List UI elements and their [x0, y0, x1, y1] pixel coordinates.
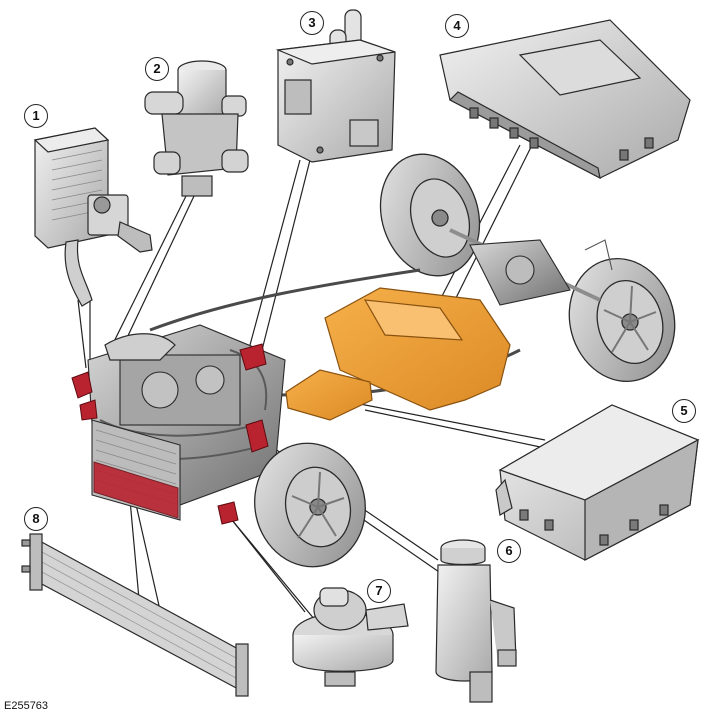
battery-highlight — [324, 287, 511, 411]
callout-4: 4 — [445, 14, 469, 38]
rear-drive-unit — [449, 228, 613, 306]
red-part-highlights — [71, 343, 269, 525]
rear-right-wheel — [568, 257, 676, 383]
part-3-valve-block — [275, 9, 396, 163]
charger-module-highlight — [285, 369, 373, 421]
part-1-heat-exchanger — [33, 127, 153, 307]
callout-6: 6 — [497, 539, 521, 563]
callout-7: 7 — [367, 579, 391, 603]
part-4-high-voltage-battery — [439, 19, 691, 180]
callout-5: 5 — [672, 399, 696, 423]
radiator-highlight — [93, 461, 179, 519]
front-right-wheel — [254, 442, 366, 568]
front-left-wheel — [104, 333, 176, 361]
leader-lines — [77, 144, 546, 621]
callout-8: 8 — [24, 507, 48, 531]
callout-1: 1 — [24, 104, 48, 128]
callout-2: 2 — [145, 57, 169, 81]
part-5-onboard-charger — [495, 404, 700, 561]
part-8-radiator-panel — [21, 533, 249, 697]
part-6-expansion-tank — [435, 539, 517, 703]
part-7-coolant-pump — [292, 587, 409, 687]
callout-3: 3 — [300, 11, 324, 35]
rear-left-wheel — [379, 153, 481, 277]
part-2-coolant-valve — [144, 60, 249, 197]
figure-reference-code: E255763 — [4, 700, 49, 712]
